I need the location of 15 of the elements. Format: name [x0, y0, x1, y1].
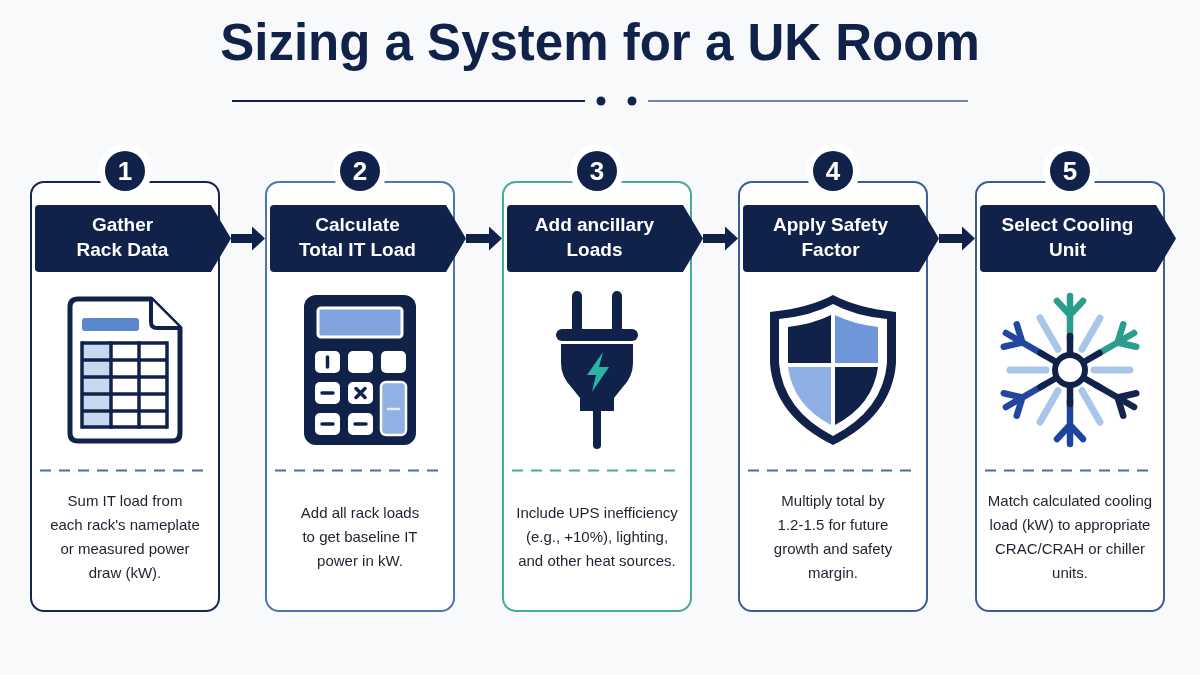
- step-description: Add all rack loads to get baseline IT power in kW.: [299, 503, 421, 571]
- step-description: Multiply total by 1.2-1.5 for future growth and safety margin.: [772, 491, 894, 583]
- arrow: [231, 226, 265, 251]
- step-banner: Apply Safety Factor: [742, 204, 939, 272]
- step-banner: Select Cooling Unit: [979, 204, 1176, 272]
- step-banner: Add ancillary Loads: [506, 204, 703, 272]
- arrow: [466, 226, 502, 251]
- step-banner: Gather Rack Data: [34, 204, 231, 272]
- step-description: Match calculated cooling load (kW) to appropriate CRAC/CRAH or chiller units.: [986, 491, 1154, 583]
- step-description: Sum IT load from each rack's nameplate or measured power draw (kW).: [50, 491, 200, 583]
- arrow: [939, 226, 975, 251]
- step-description: Include UPS inefficiency (e.g., +10%), lighting, and other heat sources.: [515, 503, 679, 571]
- arrow: [703, 226, 738, 251]
- diagram-title: Sizing a System for a UK Room: [220, 14, 980, 73]
- step-banner: Calculate Total IT Load: [269, 204, 466, 272]
